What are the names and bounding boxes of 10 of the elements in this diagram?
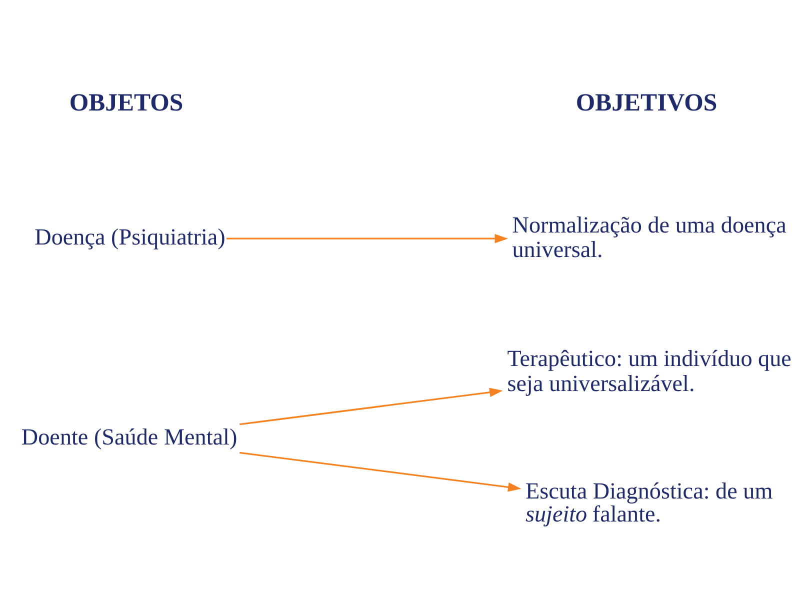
node-text: Escuta Diagnóstica: de um sujeito falante. xyxy=(525,478,773,527)
label: OBJETIVOS xyxy=(576,88,718,116)
arrow xyxy=(226,233,508,243)
node-text: Terapêutico: um indivíduo que seja universalizável. xyxy=(507,346,792,396)
node-text: Normalização de uma doença universal. xyxy=(512,212,786,263)
node-text: Doente (Saúde Mental) xyxy=(21,424,238,450)
label: OBJETOS xyxy=(69,88,184,116)
arrow xyxy=(240,387,503,425)
node-text: Doença (Psiquiatria) xyxy=(34,224,226,250)
arrow xyxy=(240,451,522,492)
